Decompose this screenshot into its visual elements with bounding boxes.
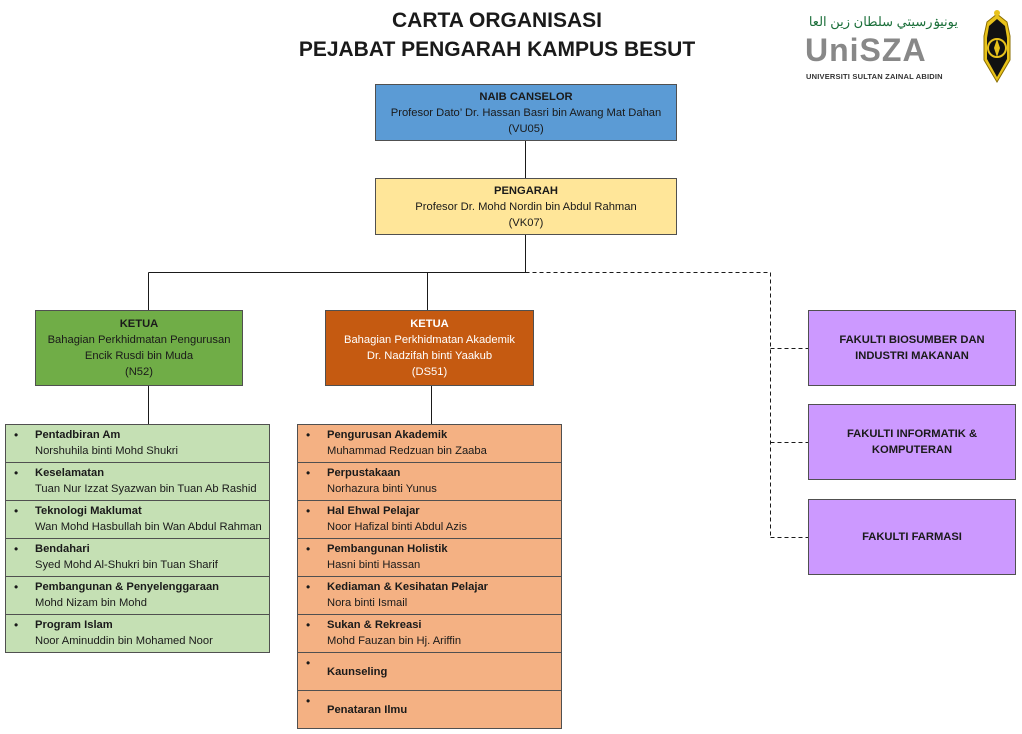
list-item: Keselamatan Tuan Nur Izzat Syazwan bin T…	[6, 463, 269, 501]
ketua-pengurusan-unit: Bahagian Perkhidmatan Pengurusan	[47, 334, 231, 346]
pengarah-box: PENGARAH Profesor Dr. Mohd Nordin bin Ab…	[375, 178, 677, 235]
unit-title: Perpustakaan	[327, 467, 401, 479]
faculty-box-biosumber: FAKULTI BIOSUMBER DAN INDUSTRI MAKANAN	[808, 310, 1016, 386]
unit-title: Bendahari	[35, 543, 90, 555]
unit-title: Teknologi Maklumat	[35, 505, 142, 517]
list-item: Pembangunan Holistik Hasni binti Hassan	[298, 539, 561, 577]
unit-title: Pembangunan & Penyelenggaraan	[35, 581, 220, 593]
list-item: Kaunseling	[298, 653, 561, 691]
ketua-pengurusan-name: Encik Rusdi bin Muda	[84, 350, 194, 362]
unit-person: Syed Mohd Al-Shukri bin Tuan Sharif	[35, 559, 218, 571]
logo-wordmark: UniSZA	[805, 32, 927, 68]
unit-title: Kediaman & Kesihatan Pelajar	[327, 581, 489, 593]
unit-person: Mohd Nizam bin Mohd	[35, 597, 147, 609]
list-item: Hal Ehwal Pelajar Noor Hafizal binti Abd…	[298, 501, 561, 539]
list-item: Pembangunan & Penyelenggaraan Mohd Nizam…	[6, 577, 269, 615]
unit-person: Hasni binti Hassan	[327, 559, 421, 571]
unisza-logo	[983, 10, 1011, 83]
unit-person: Wan Mohd Hasbullah bin Wan Abdul Rahman	[35, 521, 262, 533]
unit-person: Noor Aminuddin bin Mohamed Noor	[35, 635, 213, 647]
logo-subtitle: UNIVERSITI SULTAN ZAINAL ABIDIN	[806, 72, 943, 81]
unit-person: Noor Hafizal binti Abdul Azis	[327, 521, 467, 533]
naib-canselor-name: Profesor Dato’ Dr. Hassan Basri bin Awan…	[390, 106, 662, 119]
list-item: Penataran Ilmu	[298, 691, 561, 729]
unit-person: Norhazura binti Yunus	[327, 483, 437, 495]
chart-subtitle: PEJABAT PENGARAH KAMPUS BESUT	[298, 38, 696, 61]
ketua-pengurusan-code: (N52)	[125, 366, 153, 378]
faculty-box-informatik: FAKULTI INFORMATIK & KOMPUTERAN	[808, 404, 1016, 480]
unit-person: Mohd Fauzan bin Hj. Ariffin	[327, 635, 462, 647]
ketua-akademik-name: Dr. Nadzifah binti Yaakub	[366, 350, 493, 362]
pengurusan-unit-list: Pentadbiran Am Norshuhila binti Mohd Shu…	[5, 424, 270, 653]
unit-person: Nora binti Ismail	[327, 597, 408, 609]
list-item: Teknologi Maklumat Wan Mohd Hasbullah bi…	[6, 501, 269, 539]
unit-person: Muhammad Redzuan bin Zaaba	[327, 445, 487, 457]
list-item: Perpustakaan Norhazura binti Yunus	[298, 463, 561, 501]
unit-person: Tuan Nur Izzat Syazwan bin Tuan Ab Rashi…	[35, 483, 257, 495]
naib-canselor-code: (VU05)	[508, 122, 544, 135]
pengarah-code: (VK07)	[508, 216, 544, 229]
crest-icon	[983, 10, 1011, 83]
ketua-akademik-head: KETUA	[410, 318, 449, 330]
list-item: Pengurusan Akademik Muhammad Redzuan bin…	[298, 425, 561, 463]
unit-title: Sukan & Rekreasi	[327, 619, 422, 631]
unit-person: Norshuhila binti Mohd Shukri	[35, 445, 179, 457]
naib-canselor-box: NAIB CANSELOR Profesor Dato’ Dr. Hassan …	[375, 84, 677, 141]
pengarah-name: Profesor Dr. Mohd Nordin bin Abdul Rahma…	[415, 200, 637, 213]
list-item: Program Islam Noor Aminuddin bin Mohamed…	[6, 615, 269, 653]
unit-title: Pembangunan Holistik	[327, 543, 448, 555]
dashed-faculty-links	[525, 272, 808, 538]
naib-canselor-head: NAIB CANSELOR	[479, 90, 573, 103]
ketua-akademik-code: (DS51)	[411, 366, 448, 378]
ketua-akademik-unit: Bahagian Perkhidmatan Akademik	[343, 334, 516, 346]
unit-title: Pengurusan Akademik	[327, 429, 448, 441]
list-item: Bendahari Syed Mohd Al-Shukri bin Tuan S…	[6, 539, 269, 577]
unit-title: Program Islam	[35, 619, 113, 631]
list-item: Kediaman & Kesihatan Pelajar Nora binti …	[298, 577, 561, 615]
unit-title: Penataran Ilmu	[327, 704, 408, 716]
chart-title: CARTA ORGANISASI	[392, 9, 602, 32]
unit-title: Hal Ehwal Pelajar	[327, 505, 420, 517]
akademik-unit-list: Pengurusan Akademik Muhammad Redzuan bin…	[297, 424, 562, 729]
ketua-akademik-box: KETUA Bahagian Perkhidmatan Akademik Dr.…	[325, 310, 534, 386]
unit-title: Pentadbiran Am	[35, 429, 121, 441]
unit-title: Kaunseling	[327, 666, 388, 678]
list-item: Sukan & Rekreasi Mohd Fauzan bin Hj. Ari…	[298, 615, 561, 653]
list-item: Pentadbiran Am Norshuhila binti Mohd Shu…	[6, 425, 269, 463]
logo-arabic-text: يونيۏرسيتي سلطان زين العابدين	[808, 14, 958, 29]
ketua-pengurusan-head: KETUA	[119, 318, 159, 330]
ketua-pengurusan-box: KETUA Bahagian Perkhidmatan Pengurusan E…	[35, 310, 243, 386]
faculty-box-farmasi: FAKULTI FARMASI	[808, 499, 1016, 575]
unit-title: Keselamatan	[35, 467, 105, 479]
pengarah-head: PENGARAH	[493, 184, 559, 197]
